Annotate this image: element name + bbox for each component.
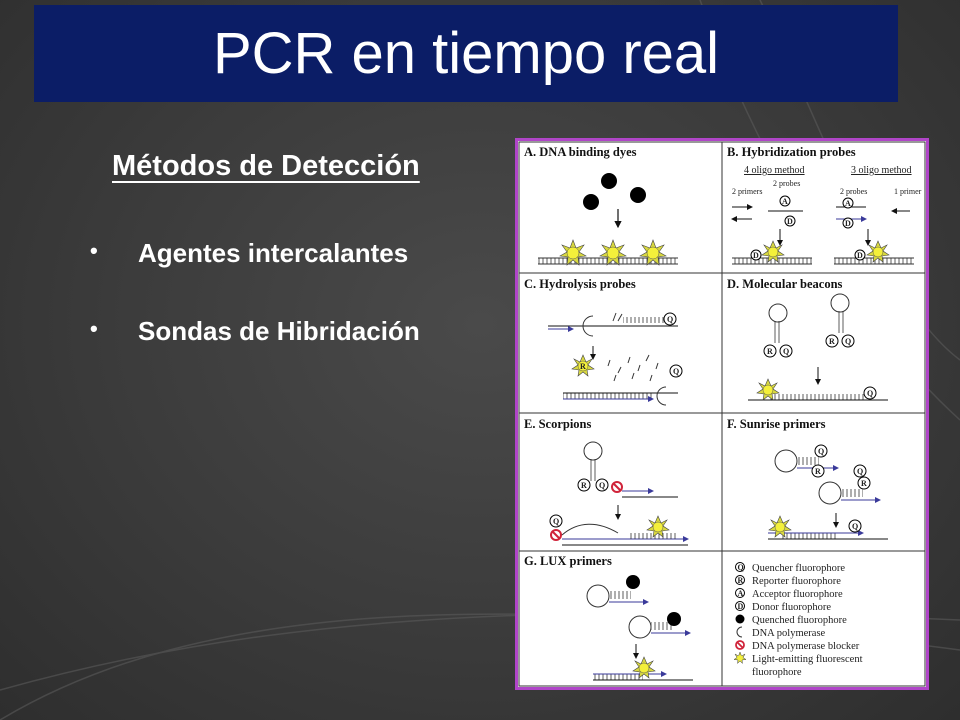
- panel-b-drawing: 4 oligo method 3 oligo method 2 primers …: [731, 165, 922, 265]
- legend-symbol: R: [738, 576, 744, 585]
- sun-icon: [571, 354, 595, 377]
- legend-item-light-emitting: Light-emitting fluorescent fluorophore: [733, 651, 863, 678]
- quencher-letter: Q: [553, 517, 559, 526]
- reporter-letter: R: [581, 481, 587, 490]
- bullet-symbol: •: [90, 316, 98, 341]
- detection-methods-figure: A. DNA binding dyes B. Hybridization pro…: [515, 138, 929, 690]
- sun-icon: [768, 515, 792, 538]
- sun-icon: [599, 239, 627, 266]
- legend-symbol: D: [738, 602, 744, 611]
- legend-label: DNA polymerase blocker: [752, 641, 860, 652]
- legend-label: DNA polymerase: [752, 628, 826, 639]
- blocker-icon: [550, 529, 562, 541]
- figure-svg: A. DNA binding dyes B. Hybridization pro…: [518, 141, 926, 687]
- sun-icon: [559, 239, 587, 266]
- panel-f-drawing: Q R Q R Q: [768, 444, 888, 540]
- quencher-letter: Q: [857, 467, 863, 476]
- panel-e-drawing: R Q Q: [549, 441, 689, 546]
- quencher-letter: Q: [818, 447, 824, 456]
- bullet-list: • Agentes intercalantes • Sondas de Hibr…: [90, 238, 420, 394]
- reporter-letter: R: [829, 337, 835, 346]
- acceptor-letter: A: [782, 197, 788, 206]
- legend-item-acceptor: A Acceptor fluorophore: [735, 588, 843, 600]
- legend-item-quencher: Q Quencher fluorophore: [735, 562, 845, 574]
- legend-label: Quenched fluorophore: [752, 615, 847, 626]
- legend-item-quenched: Quenched fluorophore: [735, 614, 847, 626]
- donor-letter: D: [787, 217, 793, 226]
- panel-g-drawing: [586, 575, 693, 681]
- blocker-icon: [735, 640, 745, 650]
- quencher-letter: Q: [667, 315, 673, 324]
- legend-label: Quencher fluorophore: [752, 563, 845, 574]
- sun-icon: [733, 651, 747, 665]
- bullet-text: Agentes intercalantes: [138, 238, 409, 268]
- sun-icon: [646, 515, 670, 538]
- sun-icon: [632, 656, 656, 679]
- legend-item-reporter: R Reporter fluorophore: [735, 575, 841, 587]
- legend-label: Acceptor fluorophore: [752, 589, 843, 600]
- panel-c-drawing: Q R Q: [548, 312, 683, 406]
- panel-title-g: G. LUX primers: [524, 554, 612, 568]
- slide-subtitle: Métodos de Detección: [112, 150, 420, 182]
- panel-title-e: E. Scorpions: [524, 417, 592, 431]
- reporter-letter: R: [580, 362, 586, 371]
- label-2-probes: 2 probes: [773, 179, 800, 188]
- label-2-probes-b: 2 probes: [840, 187, 867, 196]
- sun-icon: [761, 240, 785, 263]
- quencher-letter: Q: [673, 367, 679, 376]
- legend-item-donor: D Donor fluorophore: [735, 601, 831, 613]
- legend-item-polymerase: DNA polymerase: [736, 626, 826, 639]
- reporter-letter: R: [861, 479, 867, 488]
- label-2-primers: 2 primers: [732, 187, 762, 196]
- quencher-letter: Q: [852, 522, 858, 531]
- polymerase-icon: [736, 626, 743, 638]
- donor-letter: D: [753, 251, 759, 260]
- method-3-label: 3 oligo method: [851, 165, 912, 176]
- reporter-letter: R: [767, 347, 773, 356]
- quencher-letter: Q: [599, 481, 605, 490]
- title-bar: PCR en tiempo real: [34, 5, 898, 102]
- legend-label: Light-emitting fluorescent: [752, 654, 863, 665]
- donor-letter: D: [845, 219, 851, 228]
- legend-label: Reporter fluorophore: [752, 576, 841, 587]
- acceptor-letter: A: [845, 199, 851, 208]
- bullet-item: • Agentes intercalantes: [90, 238, 420, 316]
- sun-icon: [756, 378, 780, 401]
- label-1-primer: 1 primer: [894, 187, 922, 196]
- sun-icon: [639, 239, 667, 266]
- quencher-letter: Q: [867, 389, 873, 398]
- legend: Q Quencher fluorophore R Reporter fluoro…: [733, 562, 863, 678]
- donor-letter: D: [857, 251, 863, 260]
- legend-symbol: A: [738, 589, 744, 598]
- bullet-symbol: •: [90, 238, 98, 263]
- panel-title-c: C. Hydrolysis probes: [524, 277, 636, 291]
- legend-item-blocker: DNA polymerase blocker: [735, 640, 860, 652]
- method-4-label: 4 oligo method: [744, 165, 805, 176]
- bullet-item: • Sondas de Hibridación: [90, 316, 420, 394]
- quencher-letter: Q: [845, 337, 851, 346]
- blocker-icon: [611, 481, 623, 493]
- legend-label: fluorophore: [752, 667, 802, 678]
- sun-icon: [866, 240, 890, 263]
- panel-title-a: A. DNA binding dyes: [524, 145, 637, 159]
- legend-symbol: Q: [738, 563, 744, 572]
- panel-title-f: F. Sunrise primers: [727, 417, 826, 431]
- panel-title-d: D. Molecular beacons: [727, 277, 843, 291]
- panel-d-drawing: R Q R Q Q: [748, 293, 888, 401]
- quencher-letter: Q: [783, 347, 789, 356]
- legend-label: Donor fluorophore: [752, 602, 831, 613]
- panel-title-b: B. Hybridization probes: [727, 145, 856, 159]
- panel-a-drawing: [538, 173, 678, 266]
- reporter-letter: R: [815, 467, 821, 476]
- bullet-text: Sondas de Hibridación: [138, 316, 420, 346]
- slide-title: PCR en tiempo real: [212, 21, 720, 86]
- panel-grid: [518, 141, 926, 687]
